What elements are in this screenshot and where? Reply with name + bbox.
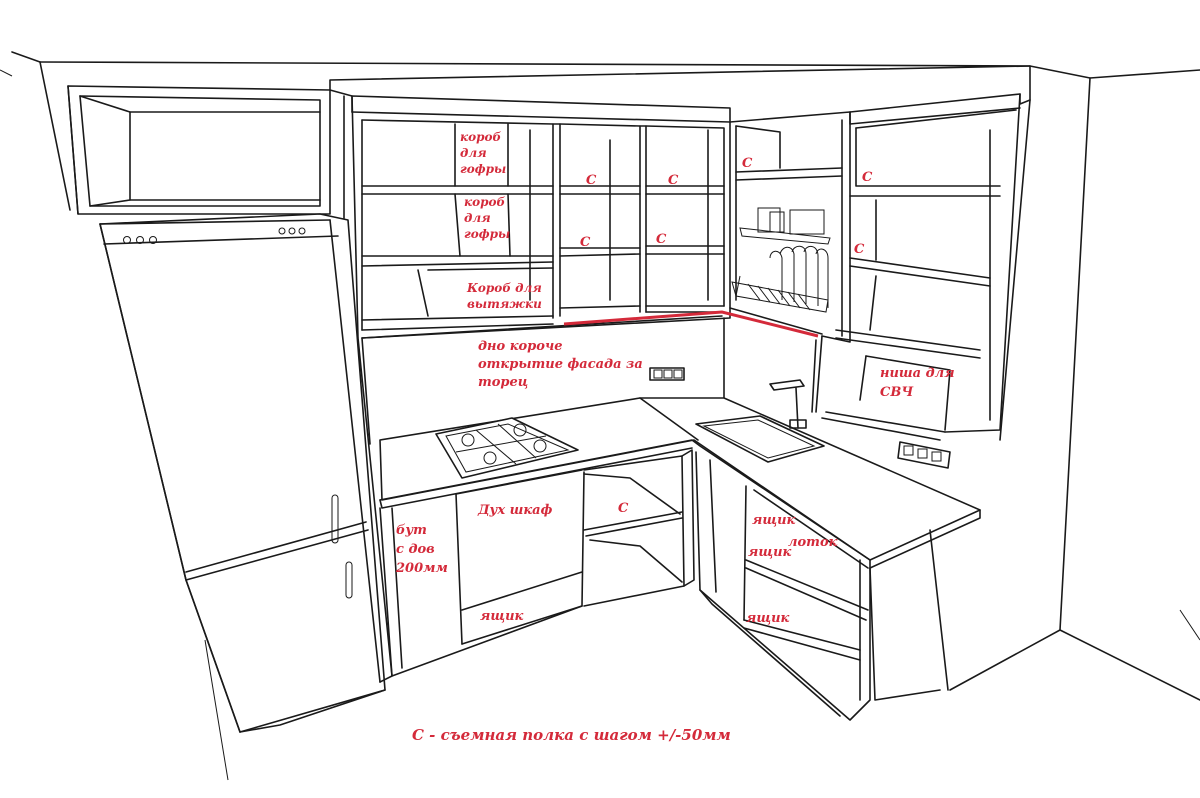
label-yashchik-oven: ящик [480,609,524,624]
backsplash [361,315,951,469]
tall-side-panel [329,89,393,683]
label-nisha-svch: ниша для СВЧ [880,366,959,400]
lower-cabinets-right [695,451,949,721]
label-lotok: лоток [788,535,838,550]
room-outline [0,51,1200,781]
shelf-mark: С [656,232,667,247]
label-yashchik-2: ящик [748,545,792,560]
label-dukh-shkaf: Дух шкаф [477,503,553,518]
lower-cabinets-left [379,449,695,677]
label-but-s-dov: бут с дов 200мм [395,523,448,576]
label-korob-gofry-2: короб для гофры [464,195,510,241]
annotations: короб для гофры короб для гофры Короб дл… [395,130,959,744]
shelf-mark: С [580,235,591,250]
shelf-mark: С [742,156,753,171]
label-yashchik-1: ящик [752,513,796,528]
label-dno-koroche: дно короче открытие фасада за торец [478,339,647,390]
right-shelving [815,65,1031,441]
fridge-top-cabinet [67,65,1031,215]
label-korob-gofry-1: короб для гофры [460,130,506,176]
legend-text: С - съемная полка с шагом +/-50мм [412,726,731,744]
worktop [379,379,981,569]
upper-corner-cabinet [729,111,851,343]
label-korob-vytyazhki: Короб для вытяжки [466,281,546,311]
shelf-mark: С [668,173,679,188]
fridge [99,213,386,733]
shelf-mark: С [618,501,629,516]
shelf-mark: С [586,173,597,188]
shelf-mark: С [862,170,873,185]
upper-shelving-left [351,95,731,339]
label-yashchik-3: ящик [746,611,790,626]
short-bottom-marker-line [563,310,819,338]
shelf-mark: С [854,242,865,257]
